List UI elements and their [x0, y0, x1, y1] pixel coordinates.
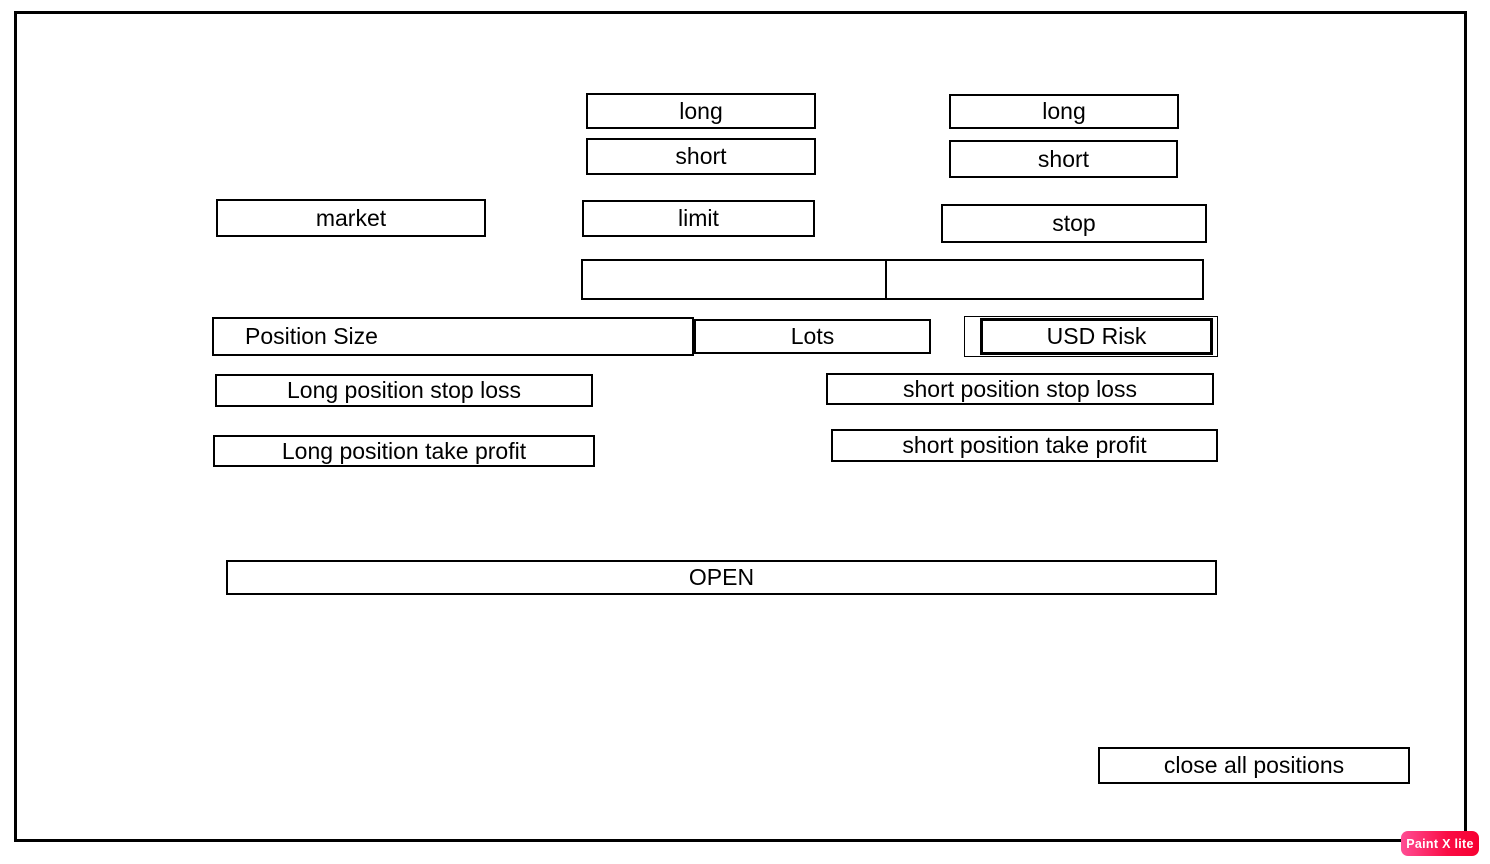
stop-long-button[interactable]: long [949, 94, 1179, 129]
stop-price-input[interactable] [887, 261, 1202, 298]
limit-button[interactable]: limit [582, 200, 815, 237]
usd-risk-outline [964, 316, 1218, 357]
open-button[interactable]: OPEN [226, 560, 1217, 595]
paintx-lite-watermark-label: Paint X lite [1406, 836, 1474, 851]
market-button[interactable]: market [216, 199, 486, 237]
stop-short-button[interactable]: short [949, 140, 1178, 178]
app-window-frame [14, 11, 1467, 842]
market-button-label: market [315, 204, 387, 231]
stop-short-button-label: short [1037, 145, 1090, 172]
short-stop-loss-label: short position stop loss [903, 375, 1137, 402]
price-entry-box [581, 259, 1204, 300]
short-take-profit-field[interactable]: short position take profit [831, 429, 1218, 462]
stop-long-button-label: long [1042, 98, 1086, 124]
limit-long-button[interactable]: long [586, 93, 816, 129]
short-take-profit-label: short position take profit [902, 432, 1147, 458]
usd-risk-button-label: USD Risk [1046, 323, 1147, 349]
limit-short-button-label: short [675, 143, 727, 169]
long-stop-loss-label: Long position stop loss [287, 377, 521, 403]
position-size-label: Position Size [245, 323, 378, 349]
limit-long-button-label: long [679, 97, 723, 124]
limit-price-input[interactable] [583, 261, 887, 298]
stop-button-label: stop [1052, 210, 1096, 236]
usd-risk-button[interactable]: USD Risk [980, 318, 1213, 355]
close-all-positions-button[interactable]: close all positions [1098, 747, 1410, 784]
close-all-positions-label: close all positions [1163, 752, 1345, 778]
long-take-profit-field[interactable]: Long position take profit [213, 435, 595, 467]
open-button-label: OPEN [688, 564, 755, 590]
position-size-field[interactable]: Position Size [212, 317, 694, 356]
paintx-lite-watermark-badge: Paint X lite [1401, 831, 1479, 856]
limit-button-label: limit [678, 205, 719, 231]
lots-button[interactable]: Lots [694, 319, 931, 354]
long-take-profit-label: Long position take profit [281, 437, 527, 464]
limit-short-button[interactable]: short [586, 138, 816, 175]
lots-button-label: Lots [790, 323, 835, 349]
short-stop-loss-field[interactable]: short position stop loss [826, 373, 1214, 405]
long-stop-loss-field[interactable]: Long position stop loss [215, 374, 593, 407]
stop-button[interactable]: stop [941, 204, 1207, 243]
